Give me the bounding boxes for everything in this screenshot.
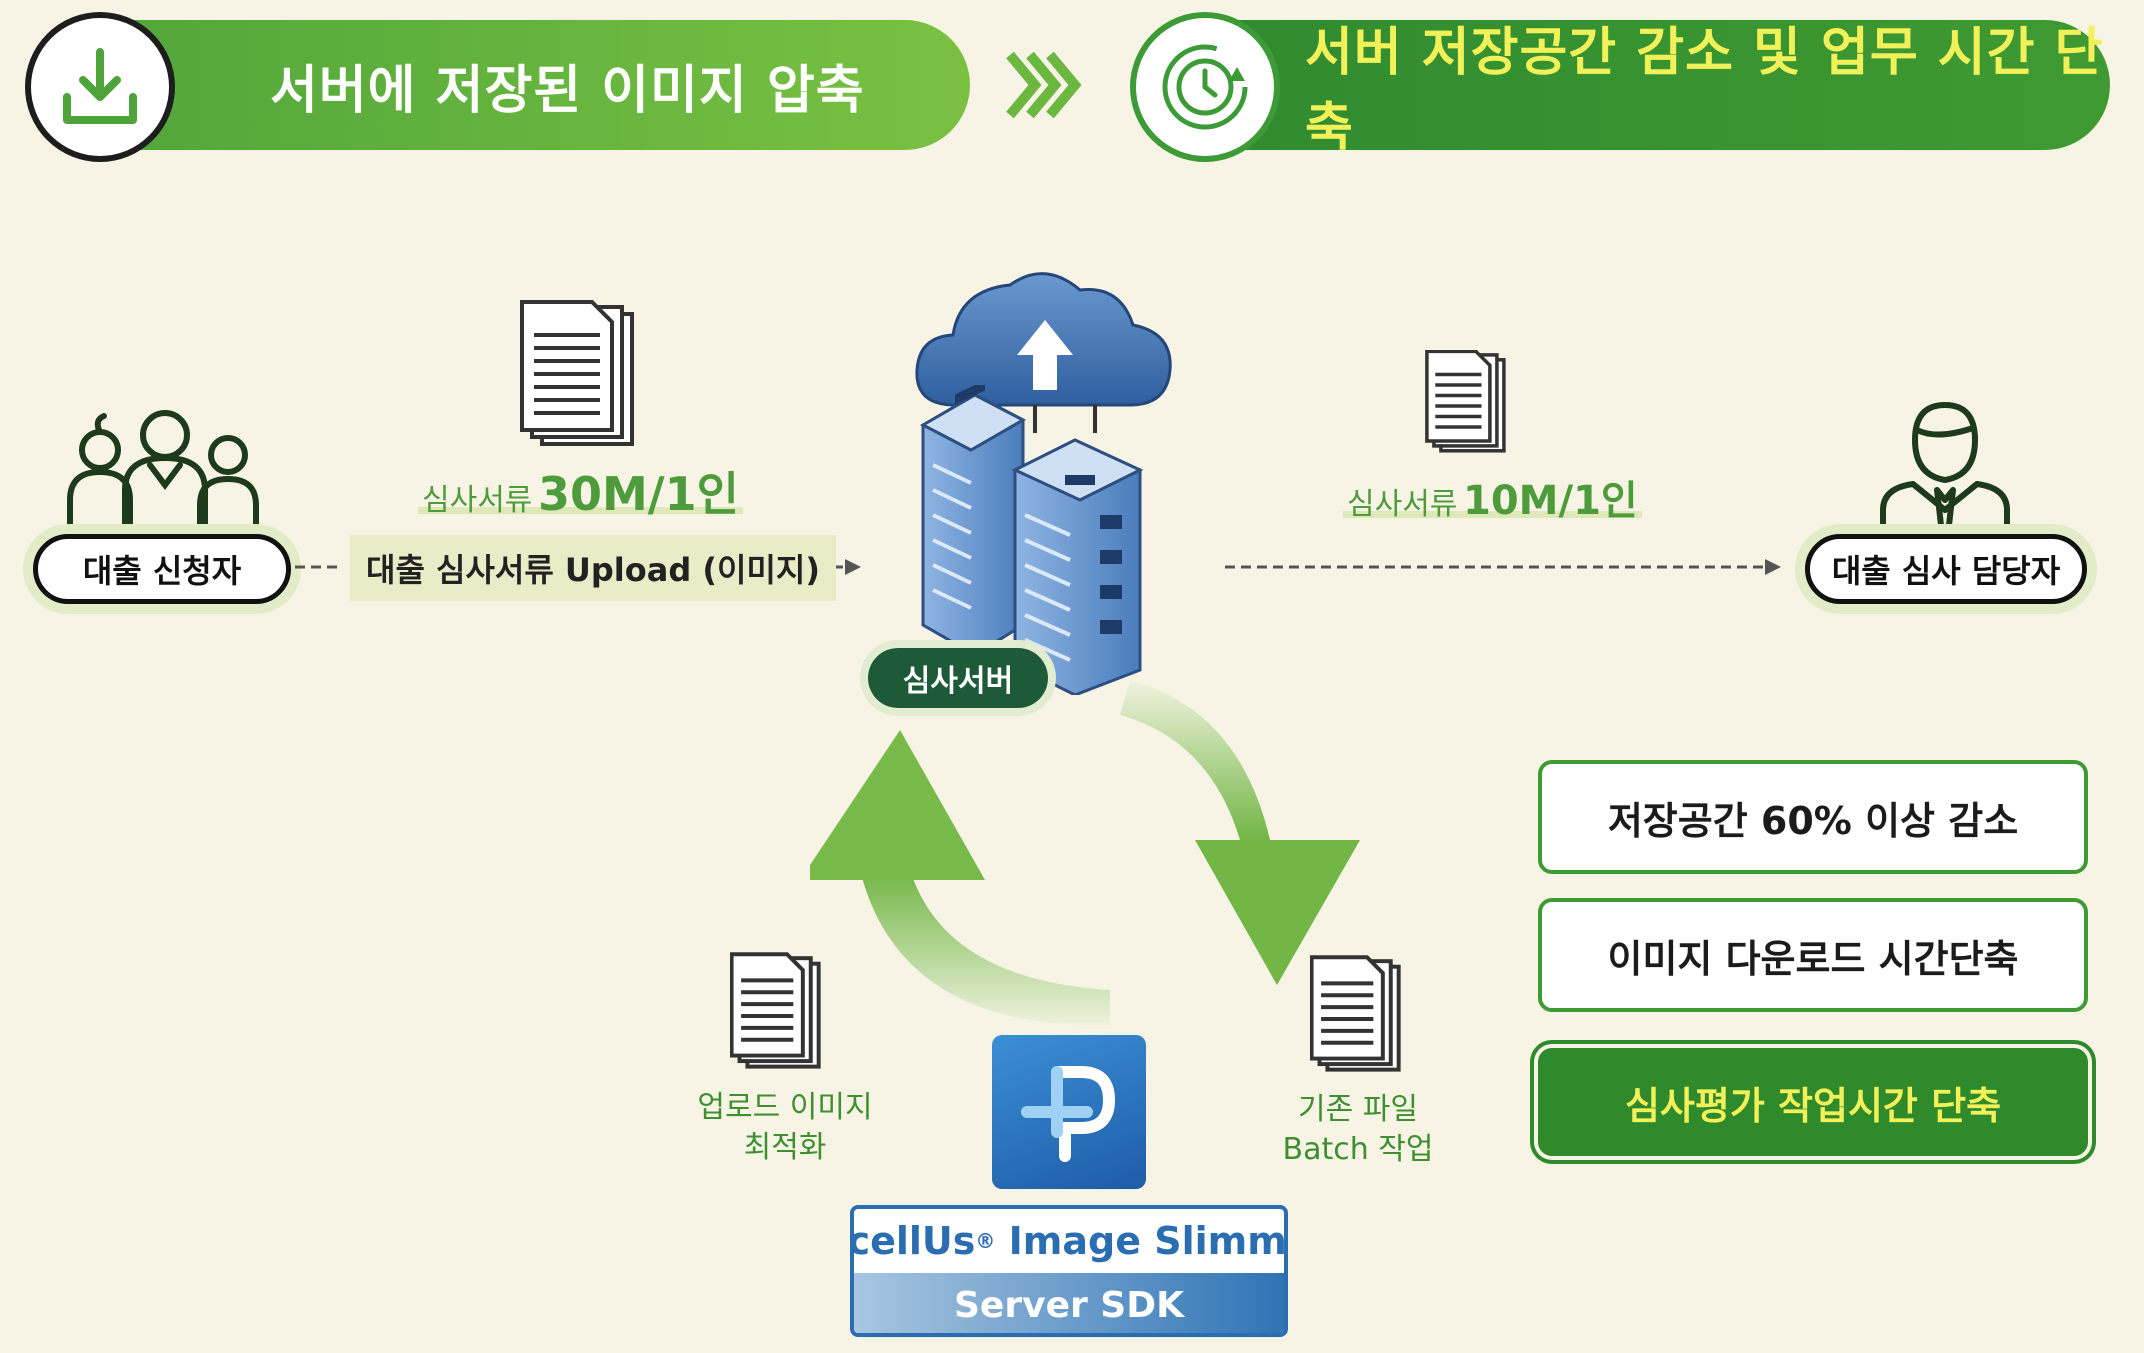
clock-refresh-icon [1130, 12, 1280, 162]
server-label: 심사서버 [902, 664, 1014, 699]
benefit-storage-label: 저장공간 60% 이상 감소 [1607, 798, 2019, 843]
banner-right: 서버 저장공간 감소 및 업무 시간 단축 [1140, 20, 2110, 158]
cycle-arrow-icon [810, 680, 1360, 1026]
cloud-upload-icon [915, 272, 1172, 433]
banner-left-text: 서버에 저장된 이미지 압축 [270, 60, 865, 121]
product-suffix: Image Slimmer [1008, 1219, 1287, 1263]
batch-line1: 기존 파일 [1298, 1092, 1418, 1127]
download-arrow [1225, 559, 1781, 575]
logo-p-icon [1021, 1066, 1116, 1162]
doc-before-size: 30M/1인 [537, 467, 739, 521]
benefit-download-label: 이미지 다운로드 시간단축 [1607, 936, 2019, 981]
upload-label: 대출 심사서류 Upload (이미지) [350, 535, 836, 601]
server-icon [919, 385, 1144, 695]
upload-optimize-line2: 최적화 [743, 1130, 827, 1165]
download-icon [25, 12, 175, 162]
product-brand: PicellUs [850, 1219, 976, 1263]
benefit-storage: 저장공간 60% 이상 감소 [1538, 760, 2088, 874]
benefit-review-label: 심사평가 작업시간 단축 [1624, 1083, 2002, 1128]
doc-after-prefix: 심사서류 [1347, 487, 1458, 522]
server-badge: 심사서버 [868, 648, 1048, 708]
document-icon [520, 300, 634, 446]
applicant-pill: 대출 신청자 [33, 534, 291, 604]
product-logo [992, 1035, 1146, 1189]
product-sdk: Server SDK [854, 1273, 1284, 1333]
upload-optimize-caption: 업로드 이미지 최적화 [690, 1088, 880, 1168]
doc-after-label: 심사서류 10M/1인 [1343, 468, 1642, 526]
doc-before-prefix: 심사서류 [422, 483, 533, 518]
benefit-download: 이미지 다운로드 시간단축 [1538, 898, 2088, 1012]
benefit-review: 심사평가 작업시간 단축 [1538, 1048, 2088, 1156]
doc-before-label: 심사서류 30M/1인 [418, 458, 743, 524]
applicant-label: 대출 신청자 [82, 552, 242, 590]
reviewer-pill: 대출 심사 담당자 [1805, 534, 2087, 604]
document-icon [1425, 350, 1506, 453]
chevron-right-icon [1006, 51, 1082, 119]
reviewer-label: 대출 심사 담당자 [1831, 552, 2061, 590]
banner-left: 서버에 저장된 이미지 압축 [40, 20, 970, 150]
banner-right-text: 서버 저장공간 감소 및 업무 시간 단축 [1305, 23, 2104, 158]
product-registered: ® [975, 1229, 996, 1253]
upload-optimize-line1: 업로드 이미지 [697, 1090, 873, 1125]
product-name: PicellUs® Image Slimmer [854, 1209, 1284, 1273]
product-box: PicellUs® Image Slimmer Server SDK [850, 1205, 1288, 1337]
document-icon [1310, 955, 1401, 1072]
people-icon [67, 410, 259, 533]
document-icon [730, 952, 821, 1069]
batch-line2: Batch 작업 [1282, 1132, 1434, 1167]
doc-after-size: 10M/1인 [1462, 478, 1638, 524]
businessman-icon [1880, 402, 2010, 535]
batch-caption: 기존 파일 Batch 작업 [1268, 1090, 1448, 1170]
